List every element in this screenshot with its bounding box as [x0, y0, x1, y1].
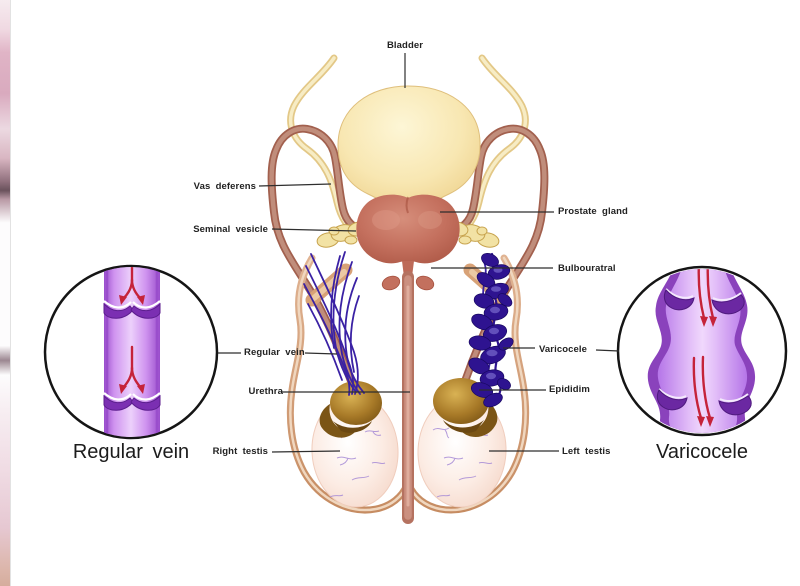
label-bulbouratral: Bulbouratral [558, 263, 616, 274]
inset-varicocele [616, 265, 788, 437]
caption-varicocele: Varicocele [656, 441, 748, 463]
pampiniform-plexus [303, 251, 365, 396]
inset-regular-vein [43, 264, 219, 440]
label-seminal-vesicle: Seminal vesicle [193, 224, 268, 235]
label-vas-deferens: Vas deferens [193, 181, 256, 192]
label-bladder: Bladder [386, 40, 424, 51]
label-regular-vein: Regular vein [244, 347, 305, 358]
leader-lines [218, 53, 620, 453]
label-left-testis: Left testis [562, 446, 611, 457]
label-epididim: Epididim [549, 384, 590, 395]
label-prostate-gland: Prostate gland [558, 206, 628, 217]
bladder-shape [337, 85, 481, 215]
label-urethra: Urethra [248, 386, 283, 397]
label-right-testis: Right testis [212, 446, 268, 457]
left-edge-strip [0, 0, 11, 586]
prostate-shape [356, 194, 460, 277]
caption-regular-vein: Regular vein [72, 441, 190, 463]
label-varicocele: Varicocele [539, 344, 588, 355]
